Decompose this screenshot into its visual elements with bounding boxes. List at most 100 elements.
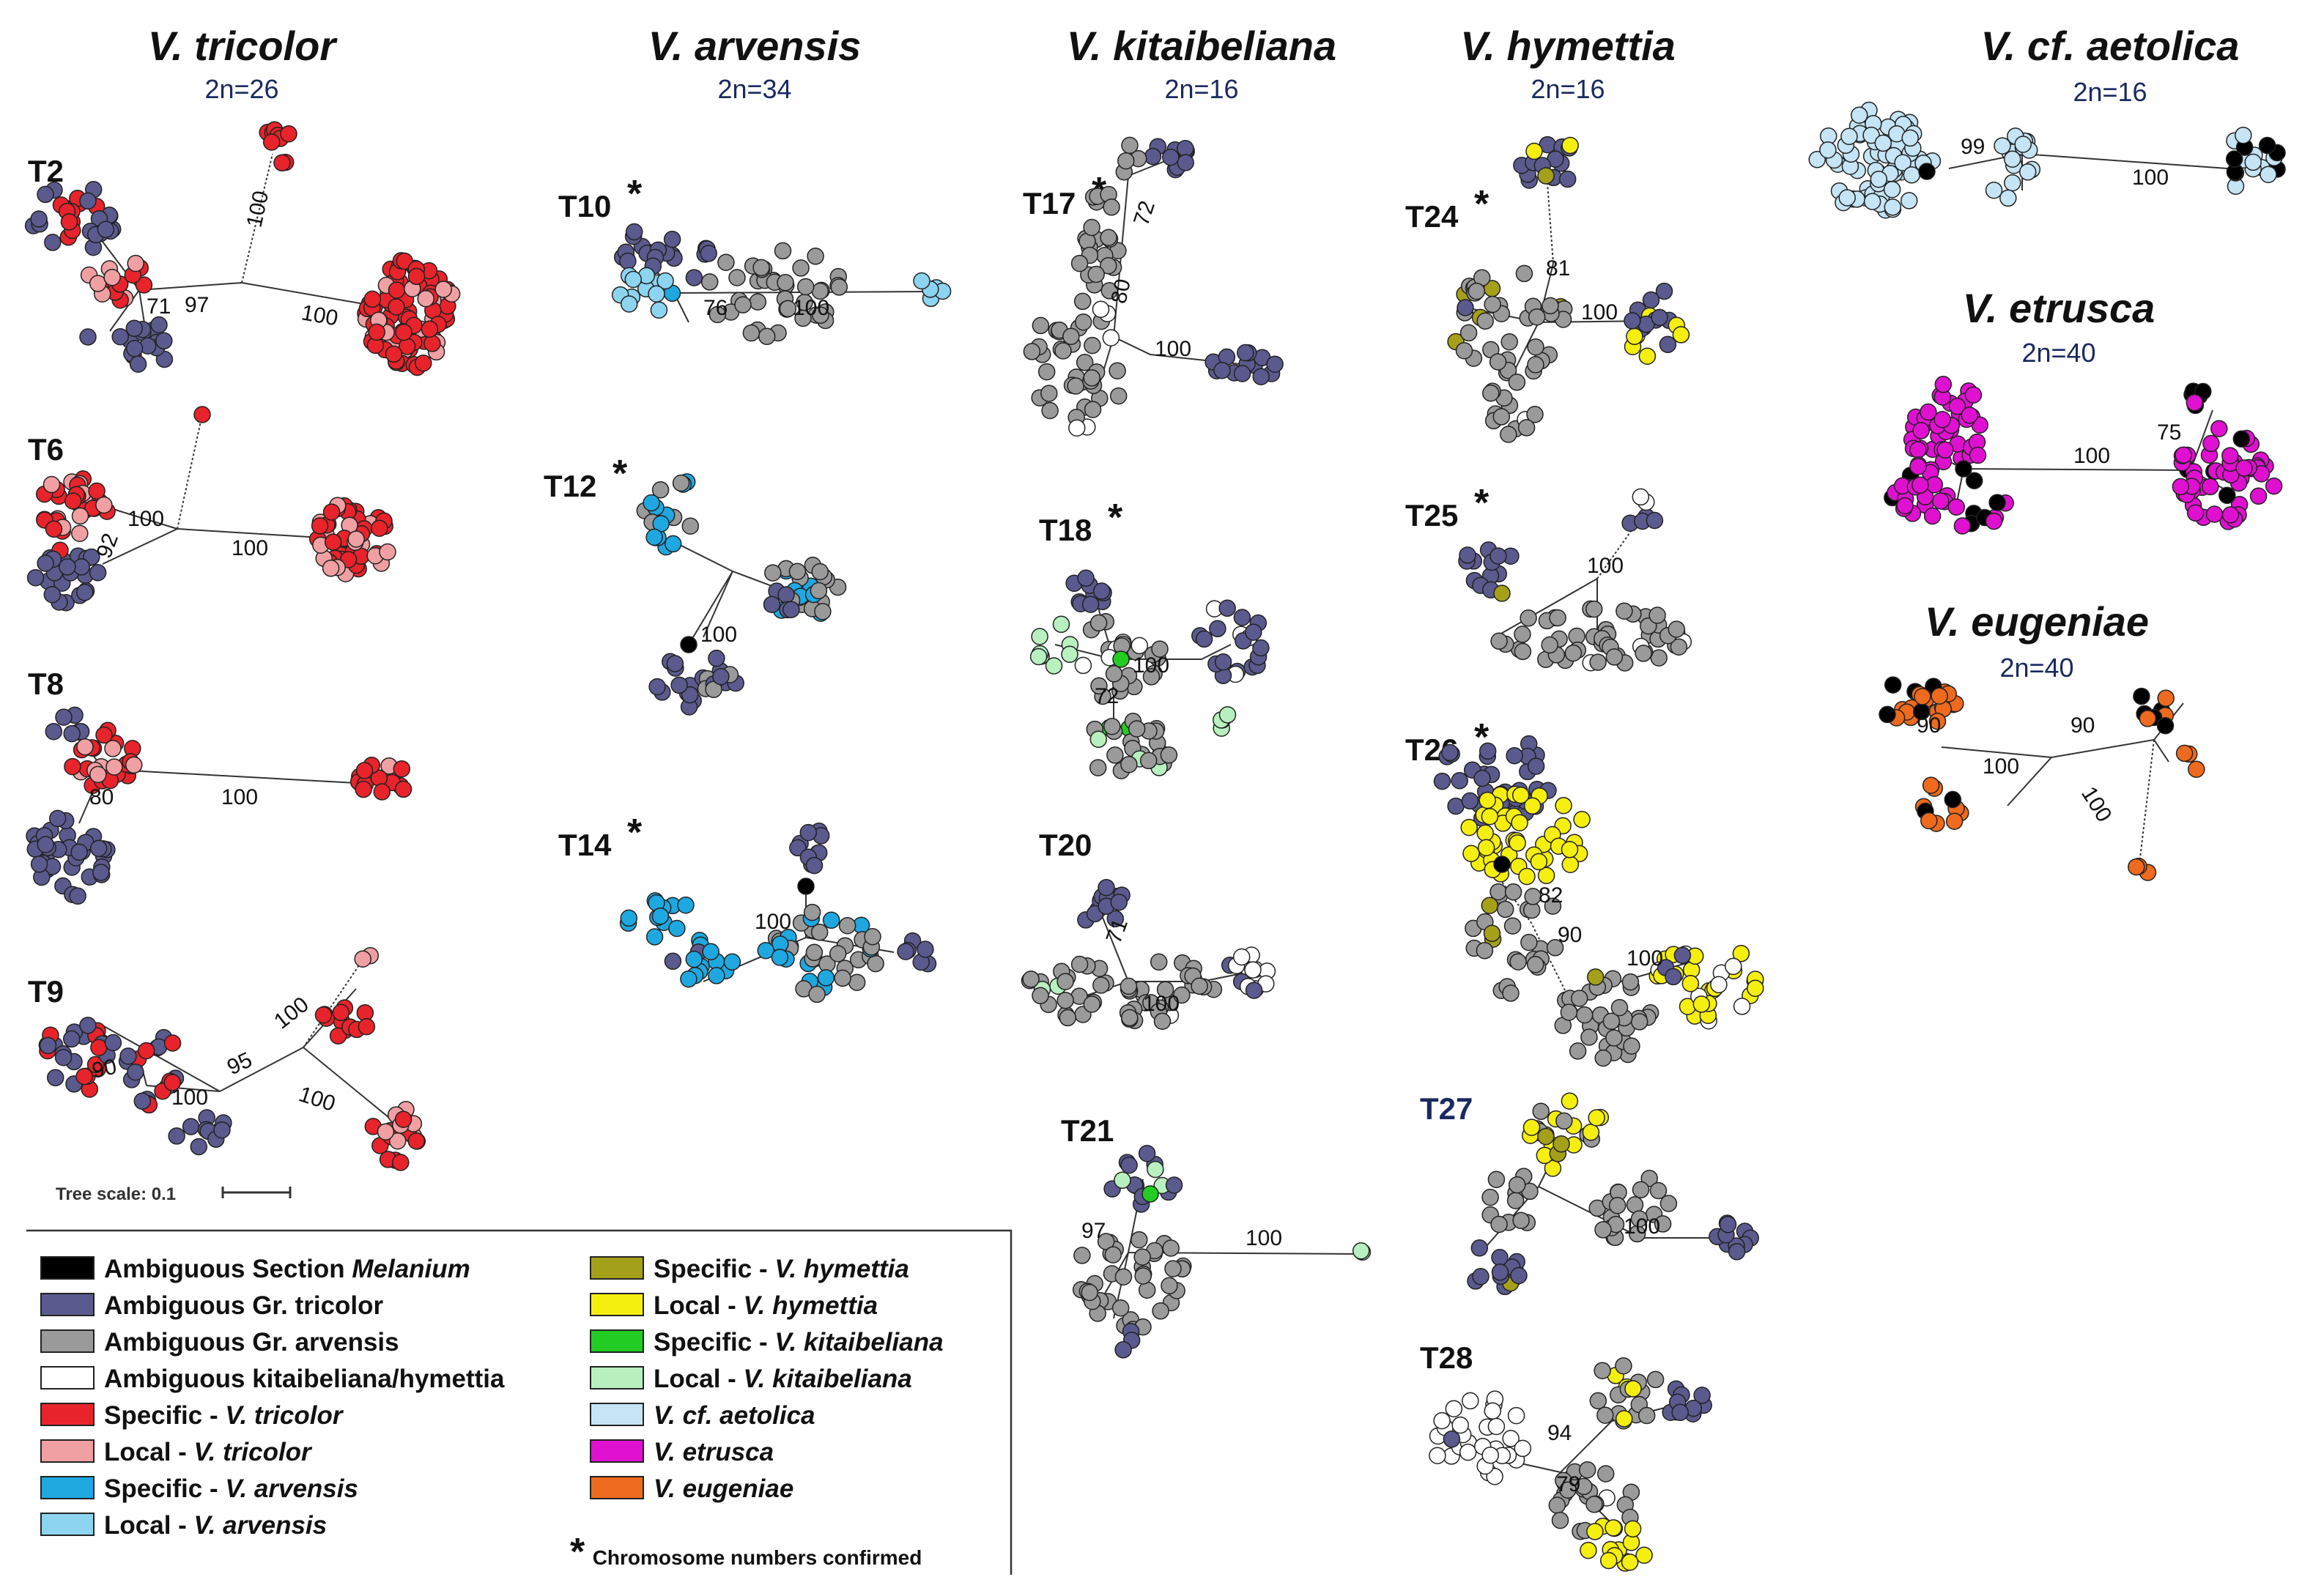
leaf-node: [89, 563, 107, 582]
leaf-node: [1468, 282, 1486, 300]
leaf-node: [1514, 626, 1531, 643]
leaf-node: [60, 213, 78, 231]
leaf-node: [415, 354, 432, 372]
leaf-node: [2221, 447, 2239, 464]
legend-frame: [26, 1229, 1013, 1575]
legend-item: V. cf. aetolica: [590, 1401, 815, 1430]
leaf-node: [71, 507, 89, 525]
legend-label: V. etrusca: [654, 1438, 774, 1466]
leaf-node: [59, 558, 76, 576]
leaf-node: [1121, 136, 1139, 155]
leaf-node: [708, 305, 727, 324]
leaf-cluster: [118, 1028, 185, 1114]
leaf-node: [1599, 1551, 1618, 1570]
leaf-node: [1041, 401, 1059, 420]
leaf-node: [1623, 1037, 1640, 1055]
leaf-node: [79, 192, 97, 210]
leaf-node: [104, 1034, 122, 1052]
leaf-node: [1659, 335, 1677, 354]
leaf-cluster: [1065, 569, 1112, 613]
leaf-cluster: [314, 999, 376, 1045]
leaf-cluster: [1554, 968, 1659, 1067]
leaf-node: [1894, 154, 1912, 171]
leaf-node: [2205, 505, 2224, 523]
leaf-node: [48, 809, 67, 828]
legend-item: Ambiguous Section Melanium: [40, 1255, 470, 1283]
leaf-node: [685, 269, 703, 286]
leaf-node: [1457, 299, 1474, 316]
leaf-node: [1476, 824, 1494, 842]
leaf-node: [648, 285, 665, 303]
tree-label-T10: T10: [558, 189, 611, 223]
leaf-node: [734, 296, 752, 313]
leaf-node: [1152, 1302, 1169, 1320]
leaf-node: [1514, 642, 1532, 661]
leaf-node: [1470, 1239, 1489, 1257]
leaf-node: [417, 290, 434, 308]
leaf-node: [75, 584, 94, 601]
leaf-node: [322, 560, 340, 577]
leaf-cluster: [1077, 878, 1130, 929]
leaf-node: [1084, 401, 1102, 418]
leaf-cluster: [797, 878, 815, 895]
leaf-node: [1481, 1188, 1499, 1206]
leaf-node: [1733, 998, 1751, 1015]
star-T25: *: [1474, 482, 1489, 524]
leaf-node: [1624, 1520, 1642, 1538]
leaf-cluster: [685, 240, 717, 286]
leaf-node: [1111, 1299, 1130, 1317]
legend-label: Specific - V. kitaibeliana: [654, 1328, 944, 1357]
leaf-node: [1931, 687, 1948, 705]
leaf-node: [1074, 313, 1092, 331]
leaf-node: [1103, 717, 1121, 735]
leaf-node: [664, 952, 682, 971]
leaf-node: [1451, 771, 1468, 790]
leaf-node: [1665, 968, 1682, 986]
leaf-cluster: [1352, 1242, 1372, 1261]
leaf-node: [1553, 1135, 1570, 1153]
leaf-node: [2004, 174, 2021, 192]
support-T9-0: 90: [90, 1055, 119, 1083]
support-T9-3: 100: [171, 1086, 208, 1110]
leaf-cluster: [1537, 1127, 1570, 1162]
leaf-node: [329, 1027, 347, 1045]
support-T14-0: 100: [755, 910, 791, 934]
leaf-node: [1673, 946, 1692, 965]
leaf-node: [805, 856, 824, 875]
leaf-node: [125, 756, 143, 774]
leaf-node: [1061, 645, 1078, 664]
leaf-cluster: [1144, 138, 1195, 179]
leaf-node: [1081, 1283, 1098, 1302]
support-T24-1: 100: [1581, 300, 1618, 324]
leaf-node: [1621, 973, 1640, 991]
leaf-node: [2202, 434, 2220, 453]
leaf-cluster: [1465, 883, 1564, 1002]
leaf-node: [1517, 419, 1536, 437]
leaf-node: [1542, 297, 1559, 315]
leaf-node: [394, 780, 412, 798]
leaf-cluster: [1709, 1214, 1759, 1261]
leaf-node: [70, 843, 88, 861]
support-T9-2: 100: [270, 992, 314, 1034]
support-T26-1: 90: [1558, 923, 1582, 947]
leaf-node: [1589, 653, 1607, 671]
leaf-cluster: [613, 223, 683, 275]
leaf-node: [1602, 1012, 1621, 1031]
leaf-node: [867, 954, 884, 973]
leaf-node: [702, 943, 719, 961]
legend-label: Specific - V. arvensis: [104, 1474, 358, 1503]
leaf-node: [1092, 300, 1110, 319]
legend-swatch: [40, 1513, 95, 1536]
leaf-node: [1144, 147, 1162, 166]
leaf-node: [1070, 955, 1089, 973]
leaf-node: [1062, 327, 1080, 345]
leaf-node: [1648, 606, 1666, 624]
leaf-node: [1503, 917, 1522, 935]
leaf-node: [2157, 689, 2175, 707]
leaf-cluster: [700, 242, 848, 346]
support-T2-0: 100: [243, 189, 274, 230]
leaf-node: [1074, 656, 1092, 675]
leaf-node: [1646, 511, 1664, 530]
leaf-node: [1491, 1249, 1509, 1266]
leaf-node: [168, 1127, 185, 1145]
